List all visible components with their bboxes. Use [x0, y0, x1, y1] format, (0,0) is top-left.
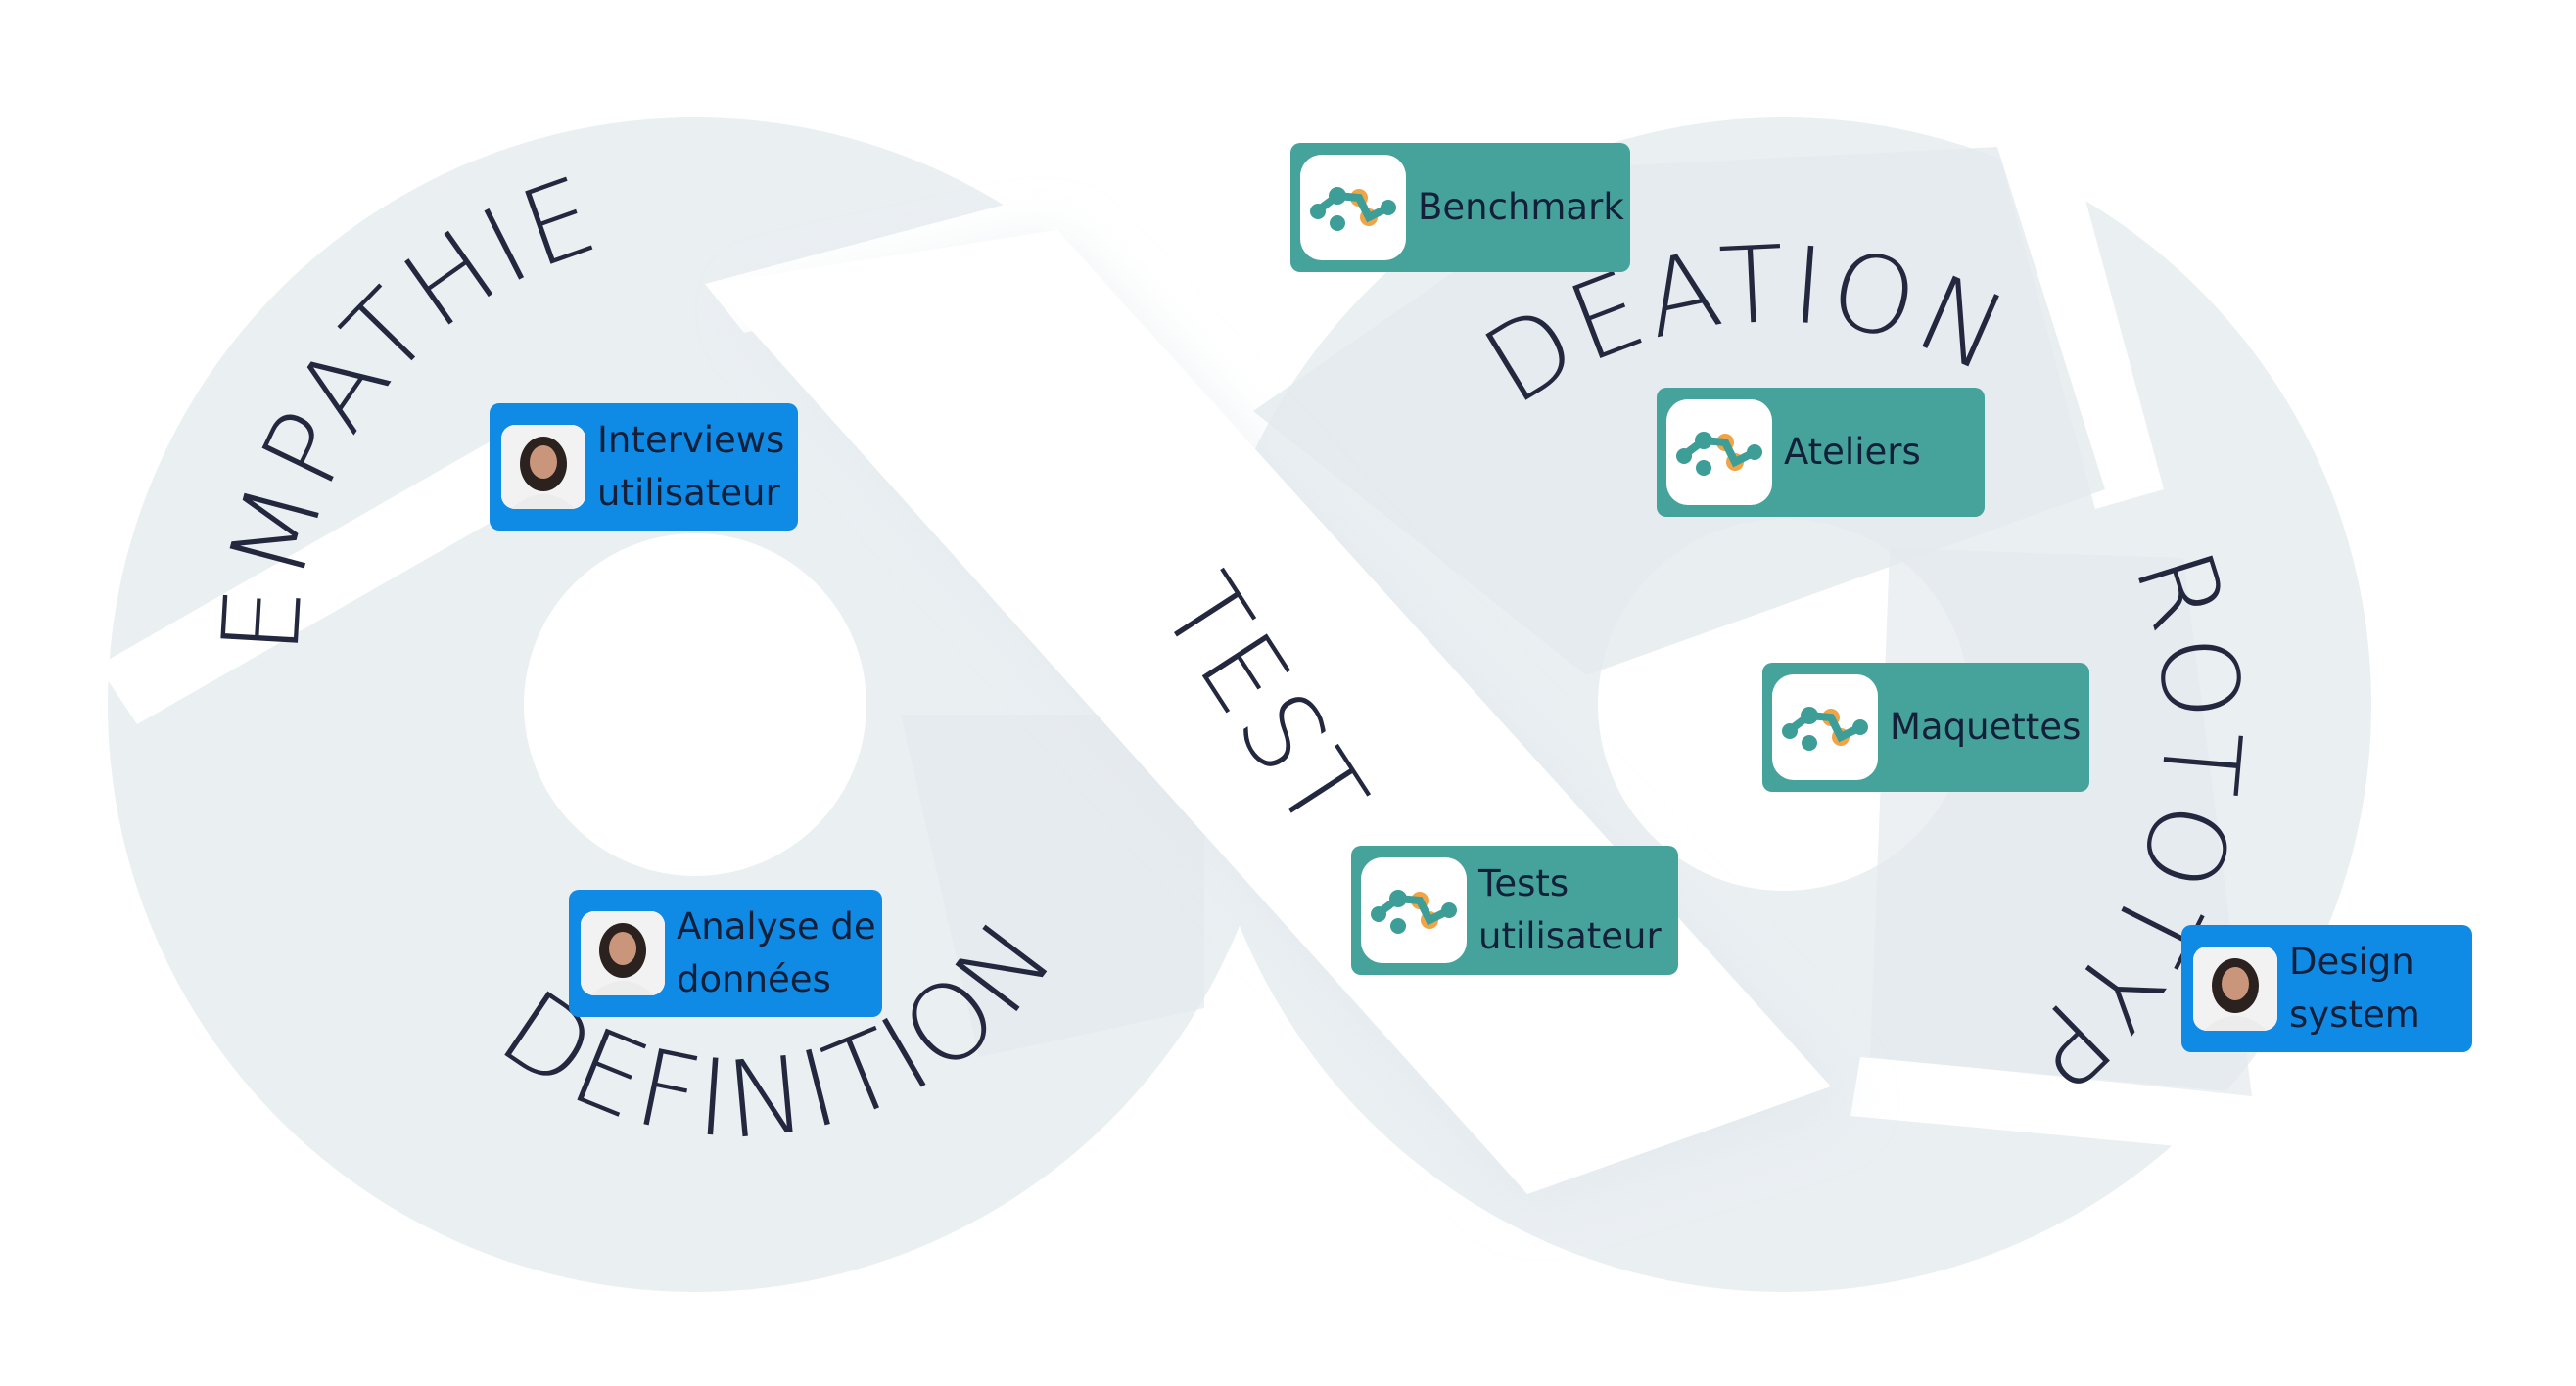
card-analyse-de-donnees: Analyse de données	[569, 890, 882, 1017]
card-design-system: Design system	[2181, 925, 2472, 1052]
card-label: Benchmark	[1418, 186, 1624, 228]
card-label: Ateliers	[1784, 431, 1921, 473]
ring-shading	[901, 147, 2252, 1096]
card-label: Tests utilisateur	[1478, 862, 1662, 957]
card-label: Interviews utilisateur	[597, 419, 785, 514]
person-avatar-icon	[581, 911, 665, 995]
card-label: Design system	[2289, 941, 2420, 1036]
card-benchmark: Benchmark	[1290, 143, 1630, 272]
card-label: Maquettes	[1890, 706, 2082, 748]
molecule-logo-icon	[1666, 399, 1772, 505]
molecule-logo-icon	[1361, 857, 1467, 963]
molecule-logo-icon	[1772, 674, 1878, 780]
card-tests-utilisateur: Tests utilisateur	[1351, 846, 1678, 975]
card-label: Analyse de données	[677, 905, 876, 1000]
person-avatar-icon	[501, 425, 585, 509]
card-interviews-utilisateur: Interviews utilisateur	[490, 403, 798, 531]
card-ateliers: Ateliers	[1657, 388, 1985, 517]
molecule-logo-icon	[1300, 155, 1406, 260]
card-maquettes: Maquettes	[1762, 663, 2089, 792]
person-avatar-icon	[2193, 947, 2277, 1031]
